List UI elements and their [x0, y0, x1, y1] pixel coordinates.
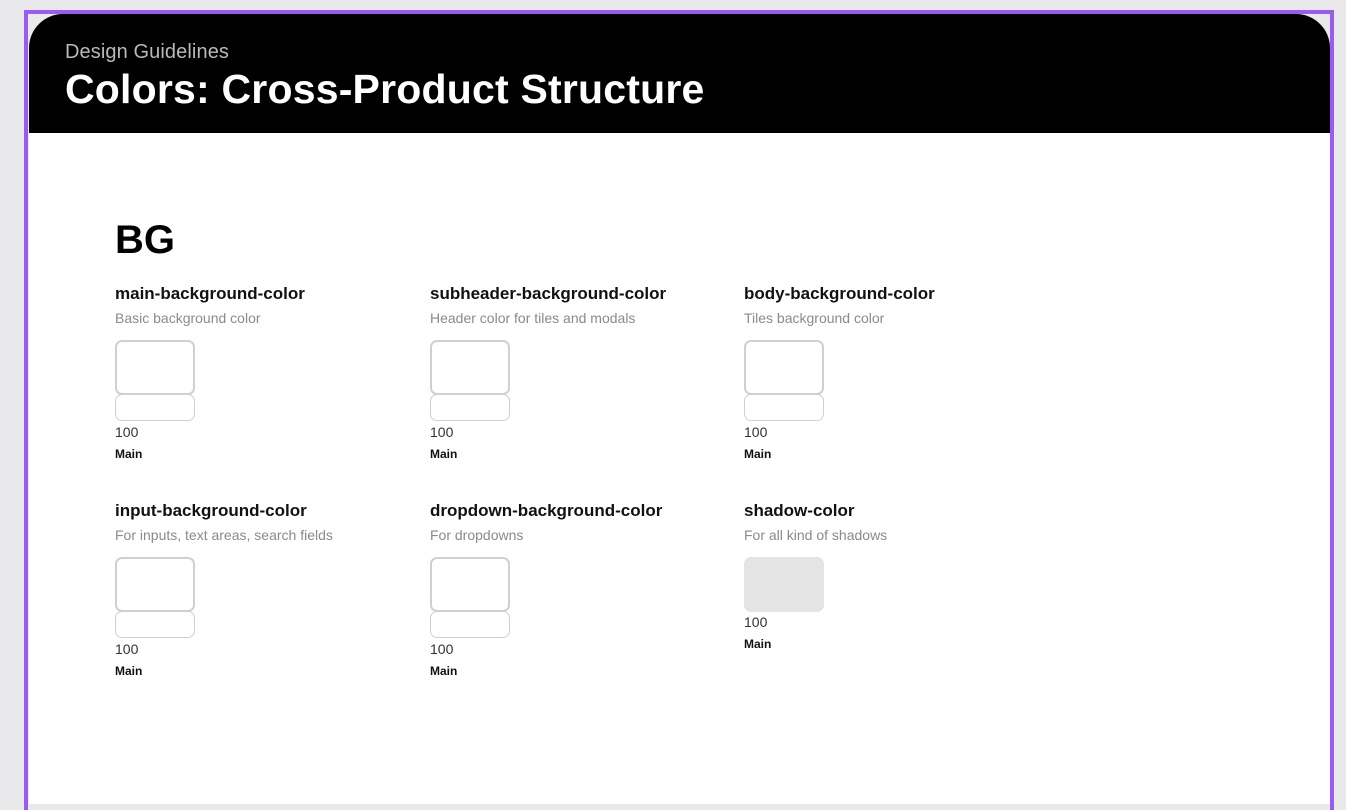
token-name: body-background-color: [744, 284, 935, 303]
color-swatch[interactable]: [115, 557, 195, 612]
token-description: For dropdowns: [430, 527, 524, 543]
shade-label: Main: [115, 664, 143, 678]
token-input-background-color[interactable]: input-background-color For inputs, text …: [115, 501, 415, 691]
color-swatch[interactable]: [430, 557, 510, 612]
token-name: input-background-color: [115, 501, 307, 520]
board-header: Design Guidelines Colors: Cross-Product …: [29, 14, 1330, 133]
shade-value: 100: [115, 424, 139, 440]
token-shadow-color[interactable]: shadow-color For all kind of shadows 100…: [744, 501, 1044, 671]
token-body-background-color[interactable]: body-background-color Tiles background c…: [744, 284, 1044, 474]
shade-label: Main: [744, 637, 772, 651]
color-swatch[interactable]: [430, 340, 510, 395]
color-swatch-tab: [115, 611, 195, 638]
shade-value: 100: [115, 641, 139, 657]
token-description: Basic background color: [115, 310, 261, 326]
token-name: main-background-color: [115, 284, 305, 303]
token-description: Tiles background color: [744, 310, 885, 326]
shade-value: 100: [430, 424, 454, 440]
header-eyebrow: Design Guidelines: [65, 41, 230, 63]
shade-label: Main: [744, 447, 772, 461]
shade-value: 100: [744, 614, 768, 630]
color-swatch[interactable]: [115, 340, 195, 395]
token-subheader-background-color[interactable]: subheader-background-color Header color …: [430, 284, 730, 474]
shade-label: Main: [115, 447, 143, 461]
color-swatch-tab: [430, 394, 510, 421]
color-swatch[interactable]: [744, 340, 824, 395]
token-dropdown-background-color[interactable]: dropdown-background-color For dropdowns …: [430, 501, 730, 691]
token-description: For all kind of shadows: [744, 527, 888, 543]
section-title-bg: BG: [115, 218, 175, 262]
color-swatch-tab: [430, 611, 510, 638]
token-name: subheader-background-color: [430, 284, 667, 303]
shade-value: 100: [744, 424, 768, 440]
color-swatch-tab: [744, 394, 824, 421]
token-description: Header color for tiles and modals: [430, 310, 636, 326]
color-swatch-tab: [115, 394, 195, 421]
color-swatch[interactable]: [744, 557, 824, 612]
token-name: dropdown-background-color: [430, 501, 663, 520]
shade-value: 100: [430, 641, 454, 657]
page-title: Colors: Cross-Product Structure: [65, 66, 705, 112]
shade-label: Main: [430, 664, 458, 678]
token-description: For inputs, text areas, search fields: [115, 527, 333, 543]
guidelines-board: Design Guidelines Colors: Cross-Product …: [29, 14, 1330, 804]
token-name: shadow-color: [744, 501, 855, 520]
token-main-background-color[interactable]: main-background-color Basic background c…: [115, 284, 415, 474]
shade-label: Main: [430, 447, 458, 461]
